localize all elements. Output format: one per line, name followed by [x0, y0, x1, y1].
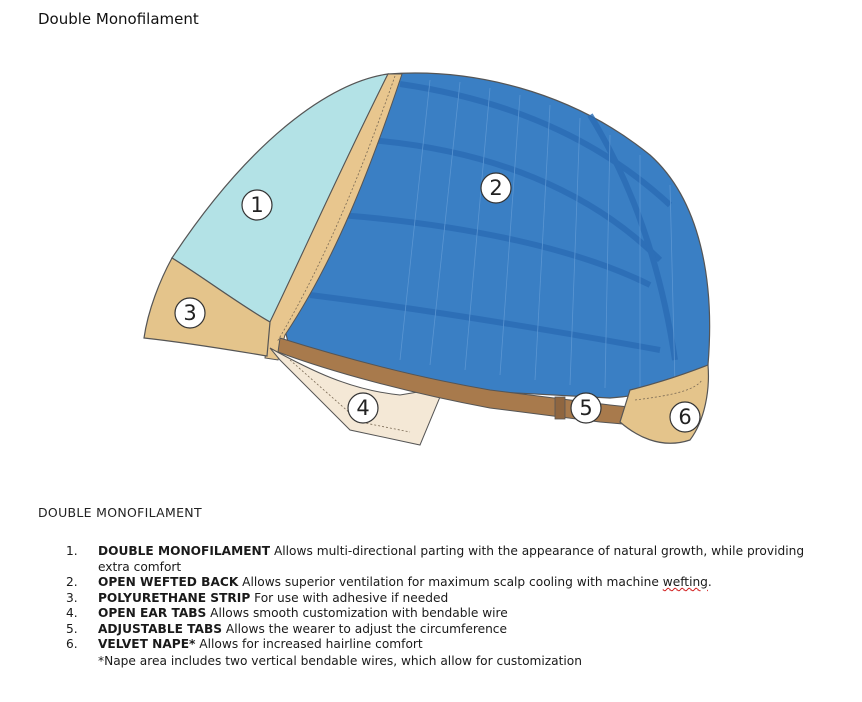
callout-3: 3	[174, 297, 206, 329]
list-item: 3. POLYURETHANE STRIP For use with adhes…	[66, 591, 826, 607]
list-number: 6.	[66, 637, 78, 651]
list-item: 1. DOUBLE MONOFILAMENT Allows multi-dire…	[66, 544, 826, 575]
callout-6: 6	[669, 401, 701, 433]
wig-cap-diagram: 1 2 3 4 5 6	[143, 72, 711, 446]
svg-text:5: 5	[579, 396, 592, 420]
feature-description: Allows for increased hairline comfort	[195, 637, 423, 651]
spellcheck-flagged-word[interactable]: wefting	[662, 575, 708, 589]
list-number: 5.	[66, 621, 78, 636]
list-number: 4.	[66, 606, 78, 620]
svg-text:1: 1	[250, 193, 263, 217]
feature-name: OPEN WEFTED BACK	[98, 575, 239, 589]
footnote: *Nape area includes two vertical bendabl…	[98, 654, 582, 668]
svg-text:4: 4	[356, 396, 369, 420]
weft-lines	[309, 81, 678, 361]
feature-description: Allows smooth customization with bendabl…	[206, 606, 508, 620]
callout-1: 1	[241, 189, 273, 221]
feature-name: ADJUSTABLE TABS	[98, 621, 223, 636]
polyurethane-strip-region	[264, 73, 403, 361]
feature-description: Allows superior ventilation for maximum …	[238, 575, 663, 589]
section-heading: DOUBLE MONOFILAMENT	[38, 505, 202, 520]
feature-name: OPEN EAR TABS	[98, 606, 207, 620]
list-item: 5. ADJUSTABLE TABS Allows the wearer to …	[66, 622, 826, 638]
feature-name: POLYURETHANE STRIP	[98, 590, 251, 605]
feature-description: Allows the wearer to adjust the circumfe…	[222, 621, 507, 636]
svg-text:6: 6	[678, 405, 691, 429]
feature-description-end: .	[707, 575, 712, 589]
feature-name: VELVET NAPE*	[98, 637, 196, 651]
list-number: 2.	[66, 575, 78, 589]
feature-description: For use with adhesive if needed	[250, 590, 449, 605]
svg-text:3: 3	[183, 301, 196, 325]
callout-5: 5	[570, 392, 602, 424]
list-item: 6. VELVET NAPE* Allows for increased hai…	[66, 637, 826, 653]
list-number: 3.	[66, 590, 78, 605]
feature-description: Allows multi-directional parting with th…	[98, 544, 805, 574]
callout-2: 2	[480, 172, 512, 204]
document-title: Double Monofilament	[38, 10, 199, 28]
feature-list: 1. DOUBLE MONOFILAMENT Allows multi-dire…	[66, 544, 826, 653]
svg-text:2: 2	[489, 176, 502, 200]
feature-name: DOUBLE MONOFILAMENT	[98, 544, 271, 558]
callout-4: 4	[347, 392, 379, 424]
list-number: 1.	[66, 544, 78, 558]
temple-tan-region	[143, 257, 271, 357]
list-item: 2. OPEN WEFTED BACK Allows superior vent…	[66, 575, 826, 591]
weft-hatch	[399, 79, 676, 390]
list-item: 4. OPEN EAR TABS Allows smooth customiza…	[66, 606, 826, 622]
